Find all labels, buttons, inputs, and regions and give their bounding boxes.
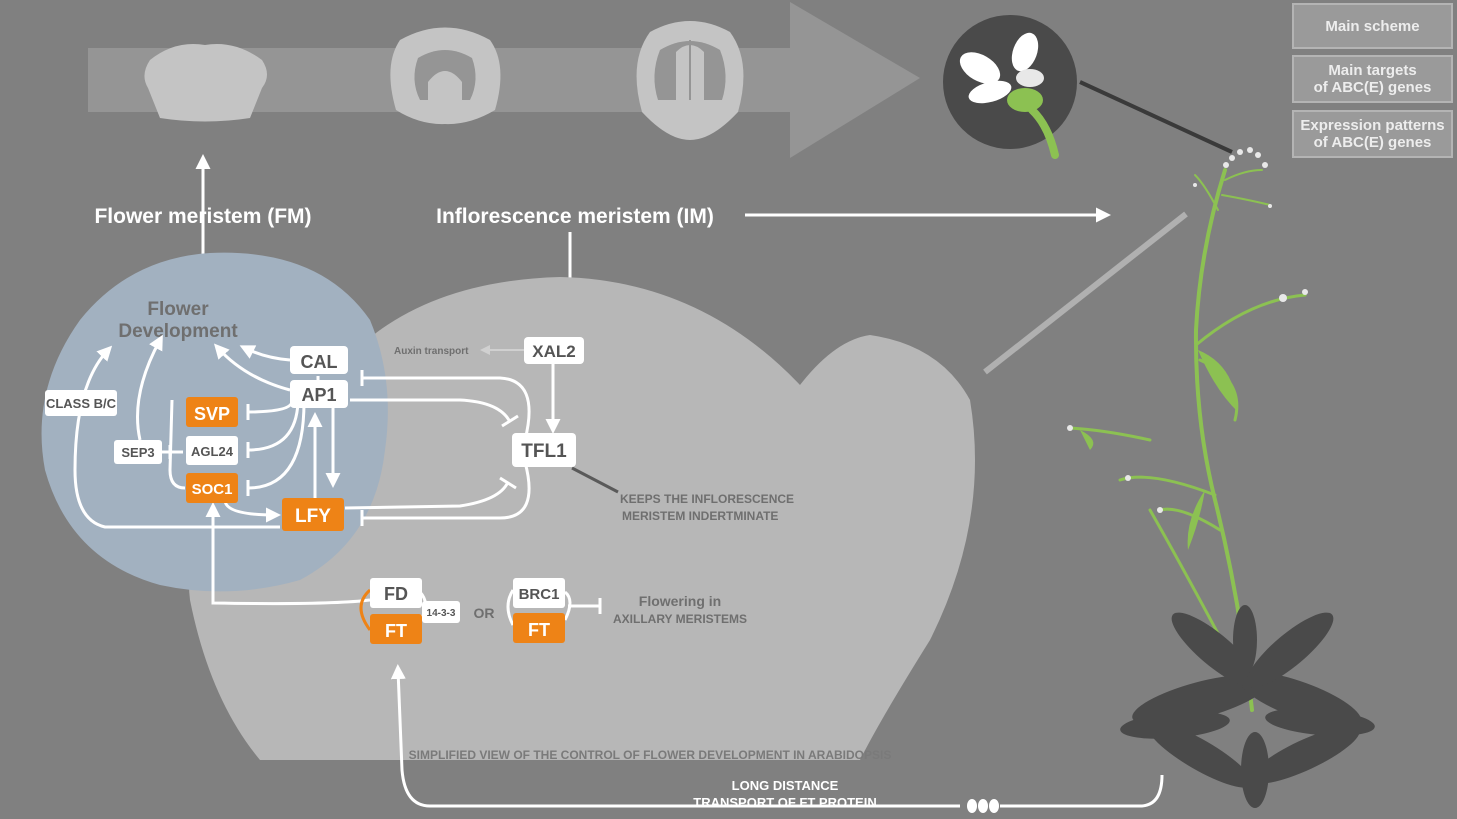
- svg-text:AGL24: AGL24: [191, 444, 234, 459]
- flower-meristem-label: Flower meristem (FM): [94, 205, 311, 228]
- or-label: OR: [474, 605, 495, 621]
- arabidopsis-plant: [1067, 147, 1375, 808]
- svg-text:TFL1: TFL1: [521, 441, 567, 462]
- main-targets-button[interactable]: Main targets of ABC(E) genes: [1292, 55, 1453, 103]
- gene-brc1: BRC1: [513, 578, 565, 608]
- svg-text:14-3-3: 14-3-3: [427, 608, 456, 619]
- svg-text:FT: FT: [385, 621, 407, 641]
- development-progress-arrow: [88, 2, 920, 158]
- meristem-connector-line: [983, 211, 1188, 375]
- svg-text:LFY: LFY: [295, 506, 331, 527]
- gene-xal2: XAL2: [524, 337, 584, 364]
- keeps-label-line1: KEEPS THE INFLORESCENCE: [620, 492, 794, 506]
- main-targets-label-line1: Main targets: [1328, 62, 1417, 79]
- svg-text:SEP3: SEP3: [121, 445, 154, 460]
- expression-patterns-button[interactable]: Expression patterns of ABC(E) genes: [1292, 110, 1453, 158]
- main-scheme-button[interactable]: Main scheme: [1292, 3, 1453, 49]
- svg-text:AP1: AP1: [301, 385, 336, 405]
- gene-fd: FD: [370, 578, 422, 608]
- gene-class-bc: CLASS B/C: [45, 390, 117, 416]
- svg-text:XAL2: XAL2: [532, 342, 575, 361]
- flower-development-label-line2: Development: [118, 321, 238, 342]
- svg-text:FD: FD: [384, 584, 408, 604]
- svg-text:CLASS B/C: CLASS B/C: [46, 396, 117, 411]
- ft-protein-beads: [967, 799, 999, 813]
- svg-text:SVP: SVP: [194, 404, 230, 424]
- bud-stage-3-icon: [636, 21, 744, 140]
- gene-soc1: SOC1: [186, 473, 238, 503]
- keeps-label-line2: MERISTEM INDERTMINATE: [622, 509, 778, 523]
- svg-text:CAL: CAL: [301, 352, 338, 372]
- bud-stage-2-icon: [390, 27, 501, 125]
- gene-sep3: SEP3: [114, 440, 162, 464]
- expression-patterns-label-line1: Expression patterns: [1300, 117, 1445, 134]
- long-distance-line1: LONG DISTANCE: [732, 778, 839, 793]
- main-scheme-label: Main scheme: [1325, 17, 1420, 35]
- auxin-transport-label: Auxin transport: [394, 346, 469, 357]
- gene-ft: FT: [370, 614, 422, 644]
- gene-ap1: AP1: [290, 380, 348, 408]
- simplified-view-caption: SIMPLIFIED VIEW OF THE CONTROL OF FLOWER…: [409, 748, 892, 762]
- gene-cal: CAL: [290, 346, 348, 374]
- protein-14-3-3: 14-3-3: [422, 601, 460, 623]
- inflorescence-meristem-label: Inflorescence meristem (IM): [436, 205, 714, 228]
- gene-ft-axillary: FT: [513, 613, 565, 643]
- long-distance-line2: TRANSPORT OF FT PROTEIN: [693, 795, 876, 810]
- gene-svp: SVP: [186, 397, 238, 427]
- bud-stage-1-icon: [144, 44, 267, 122]
- flower-closeup: [943, 15, 1077, 159]
- svg-text:BRC1: BRC1: [519, 586, 560, 603]
- gene-lfy: LFY: [282, 498, 344, 531]
- flowering-label-line1: Flowering in: [639, 593, 721, 609]
- gene-agl24: AGL24: [186, 436, 238, 465]
- flowering-label-line2: AXILLARY MERISTEMS: [613, 612, 747, 626]
- flower-development-label-line1: Flower: [147, 299, 209, 320]
- gene-tfl1: TFL1: [512, 433, 576, 467]
- flower-connector-line: [1079, 80, 1233, 154]
- expression-patterns-label-line2: of ABC(E) genes: [1313, 134, 1432, 151]
- main-targets-label-line2: of ABC(E) genes: [1313, 79, 1432, 96]
- svg-text:SOC1: SOC1: [192, 481, 233, 498]
- svg-text:FT: FT: [528, 620, 550, 640]
